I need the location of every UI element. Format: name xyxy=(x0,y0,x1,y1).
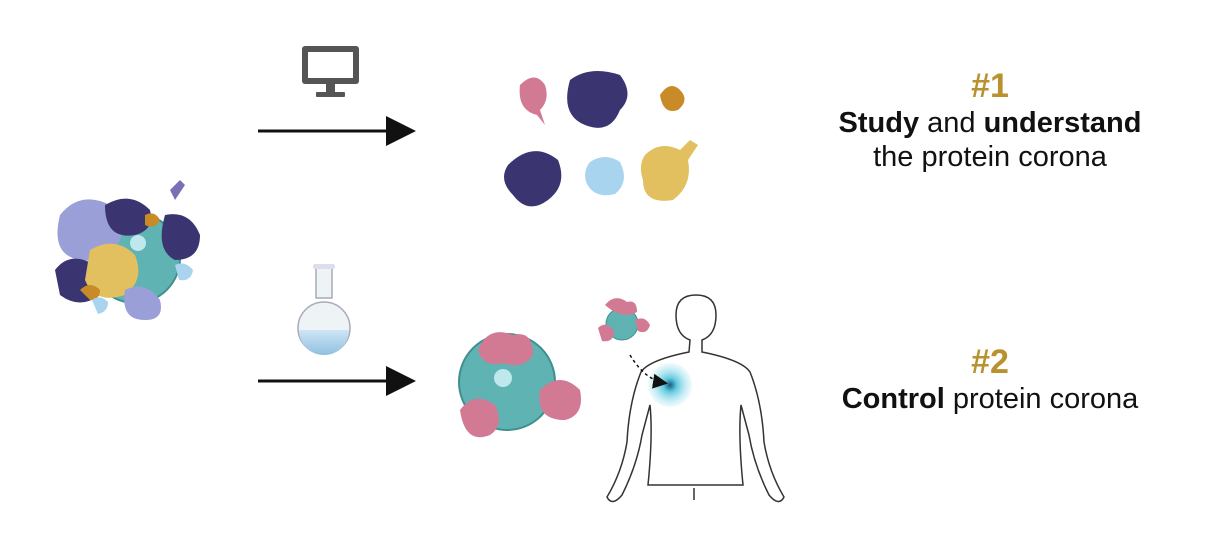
goal-2-bold-control: Control xyxy=(841,383,945,415)
goal-1-number: #1 xyxy=(971,67,1009,105)
goal-1-bold-study: Study xyxy=(838,107,920,139)
goal-1: #1 Study and understand the protein coro… xyxy=(790,66,1190,174)
goal-1-mid: and xyxy=(919,107,984,139)
goal-2-rest: protein corona xyxy=(944,383,1139,415)
goal-1-line2: the protein corona xyxy=(873,141,1107,173)
target-site-icon xyxy=(648,363,692,407)
separated-proteins-icon xyxy=(504,71,698,207)
flask-icon xyxy=(297,264,351,355)
computer-icon xyxy=(302,46,359,97)
goal-2-number: #2 xyxy=(971,343,1009,381)
goal-2: #2 Control protein corona xyxy=(790,342,1190,416)
controlled-nanoparticle-icon xyxy=(458,298,650,438)
goal-1-bold-understand: understand xyxy=(983,107,1142,139)
delivery-arrow xyxy=(629,354,668,389)
human-body-icon xyxy=(606,294,785,503)
nanoparticle-corona-icon xyxy=(55,180,200,320)
